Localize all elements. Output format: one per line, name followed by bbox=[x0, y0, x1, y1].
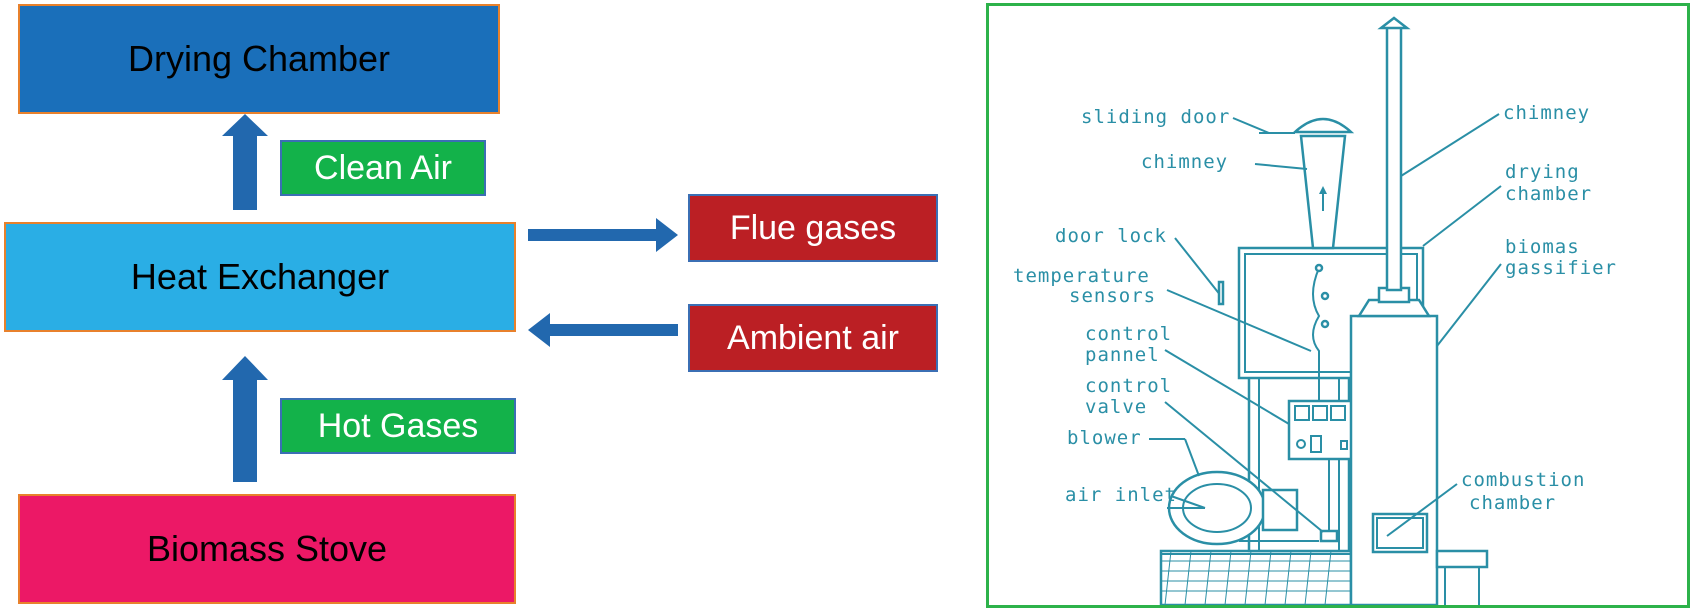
label-drying-chamber-1: drying bbox=[1505, 161, 1580, 183]
label-temperature-sensors-1: temperature bbox=[1013, 265, 1150, 287]
up-arrow-icon bbox=[222, 356, 268, 482]
ambient-air-label: Ambient air bbox=[727, 318, 899, 357]
biomass-stove-box: Biomass Stove bbox=[18, 494, 516, 604]
clean-air-tag: Clean Air bbox=[280, 140, 486, 196]
hot-gases-tag: Hot Gases bbox=[280, 398, 516, 454]
label-control-pannel-1: control bbox=[1085, 323, 1172, 345]
ambient-air-tag: Ambient air bbox=[688, 304, 938, 372]
biomass-stove-label: Biomass Stove bbox=[146, 528, 388, 569]
label-control-valve-2: valve bbox=[1085, 396, 1147, 418]
label-blower: blower bbox=[1067, 427, 1142, 449]
up-arrow-icon bbox=[222, 114, 268, 210]
flue-gases-label: Flue gases bbox=[729, 208, 897, 247]
label-chimney-left: chimney bbox=[1141, 151, 1228, 173]
label-air-inlet: air inlet bbox=[1065, 484, 1177, 506]
left-arrow-icon bbox=[528, 313, 678, 347]
right-arrow-icon bbox=[528, 218, 678, 252]
hot-gases-label: Hot Gases bbox=[317, 406, 479, 445]
label-sliding-door: sliding door bbox=[1081, 106, 1230, 128]
label-biomas-gassifier-2: gassifier bbox=[1505, 257, 1617, 279]
apparatus-panel: sliding door chimney chimney drying cham… bbox=[986, 3, 1690, 608]
flue-gases-tag: Flue gases bbox=[688, 194, 938, 262]
label-door-lock: door lock bbox=[1055, 225, 1167, 247]
heat-exchanger-box: Heat Exchanger bbox=[4, 222, 516, 332]
combustion-chamber-door bbox=[1371, 512, 1429, 554]
right-chimney bbox=[1385, 24, 1403, 292]
base-platform bbox=[1159, 549, 1353, 605]
drying-chamber-label: Drying Chamber bbox=[127, 38, 391, 79]
label-combustion-chamber-2: chamber bbox=[1469, 492, 1556, 514]
gasifier-body bbox=[1349, 314, 1439, 605]
label-combustion-chamber-1: combustion bbox=[1461, 469, 1585, 491]
sensor-wire bbox=[1312, 267, 1321, 406]
heat-exchanger-label: Heat Exchanger bbox=[130, 256, 390, 297]
label-chimney-right: chimney bbox=[1503, 102, 1590, 124]
apparatus-drawing: sliding door chimney chimney drying cham… bbox=[1013, 16, 1617, 605]
label-control-pannel-2: pannel bbox=[1085, 344, 1160, 366]
drying-chamber-box: Drying Chamber bbox=[18, 4, 500, 114]
label-drying-chamber-2: chamber bbox=[1505, 183, 1592, 205]
label-temperature-sensors-2: sensors bbox=[1069, 285, 1156, 307]
label-control-valve-1: control bbox=[1085, 375, 1172, 397]
platform-hatch bbox=[1161, 550, 1351, 605]
label-biomas-gassifier-1: biomas bbox=[1505, 236, 1580, 258]
clean-air-label: Clean Air bbox=[314, 148, 452, 187]
chimney-cap bbox=[1291, 117, 1355, 134]
